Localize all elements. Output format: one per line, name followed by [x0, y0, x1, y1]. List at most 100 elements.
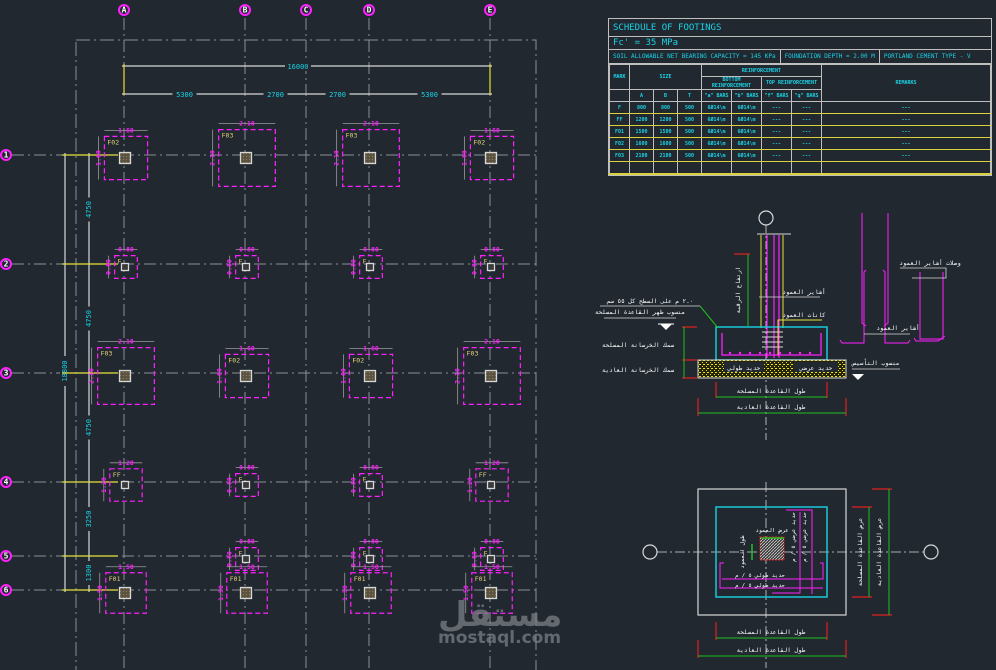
header-q-bars: "q" BARS: [791, 89, 822, 102]
footing-mark: F03: [467, 350, 479, 358]
cell-b: 800: [653, 101, 678, 114]
header-t: T: [677, 89, 702, 102]
level-marker-icon: [660, 324, 672, 330]
column: [239, 151, 253, 165]
axis-label-B: B: [243, 6, 248, 15]
schedule-empty-row: [609, 161, 991, 175]
footing-mark: F: [363, 258, 367, 266]
footing-length-dim: 0.80: [471, 259, 479, 275]
axis-bubble-E: [484, 4, 496, 16]
dowel-lap-label: وصلات أشاير العمود: [899, 259, 961, 267]
cell-t: 500: [677, 125, 702, 138]
grid-lines: [12, 18, 540, 670]
cell-t: 500: [677, 113, 702, 126]
header-top-reinforcement: TOP REINFORCEMENT: [761, 76, 822, 90]
footing-length-dim: 0.80: [471, 551, 479, 567]
cell-b-bars: 6Ø14\m: [731, 137, 762, 150]
plan-pc-length-label: طول القاعدة العادية: [737, 647, 806, 654]
footing-length-dim: 2.10: [209, 150, 217, 166]
footing-outline: [235, 473, 259, 497]
footing-outline: [359, 473, 383, 497]
footing-mark: F01: [230, 575, 242, 583]
footing-outline: [97, 347, 155, 405]
axis-bubble-B: [239, 4, 251, 16]
footing-width-dim: 2.10: [118, 338, 134, 346]
axis-bubble-6: [0, 584, 12, 596]
axis-label-E: E: [488, 6, 493, 15]
trans-rft-1-label: حديد عرضي ٥ / م: [791, 512, 797, 562]
column: [363, 151, 377, 165]
footing-length-dim: 1.60: [460, 150, 468, 166]
cell-f-bars: ---: [761, 149, 792, 162]
cell-remarks: ---: [821, 101, 991, 114]
axis-bubble-3: [0, 367, 12, 379]
header-a: A: [629, 89, 654, 102]
cell-b-bars: 6Ø14\m: [731, 101, 762, 114]
footing-mark: F02: [352, 356, 364, 364]
cell-f-bars: ---: [761, 125, 792, 138]
footing-mark: F01: [475, 575, 487, 583]
cell-t: 500: [677, 137, 702, 150]
neck-height-label: ارتفاع الرقبة: [735, 267, 742, 314]
foundation-level-label: منسوب التأسيس: [852, 358, 900, 367]
schedule-title: SCHEDULE OF FOOTINGS: [609, 19, 991, 37]
cell-t: 500: [677, 149, 702, 162]
footing-outline: [463, 347, 521, 405]
footing-mark: F: [363, 476, 367, 484]
footing-length-dim: 0.80: [350, 259, 358, 275]
footing-width-dim: 2.10: [484, 338, 500, 346]
footing-outline: [480, 255, 504, 279]
axis-bubble-2: [0, 258, 12, 270]
column-width-label: عرض العمود: [755, 528, 788, 534]
footing-mark: F: [239, 550, 243, 558]
cell-a: 1500: [629, 125, 654, 138]
header-b: B: [653, 89, 678, 102]
footing-mark: F02: [107, 138, 119, 146]
header-a-bars: "a" BARS: [701, 89, 732, 102]
footing-length-dim: 1.50: [462, 585, 470, 601]
footing-width-dim: 1.60: [484, 126, 500, 134]
footing-length-dim: 0.80: [226, 259, 234, 275]
cell-a-bars: 6Ø14\m: [701, 137, 732, 150]
header-reinforcement: REINFORCEMENT: [701, 64, 822, 77]
cell-b: 1600: [653, 137, 678, 150]
cell-a-bars: 6Ø14\m: [701, 101, 732, 114]
footings-layer: 1.601.60F022.102.10F032.102.10F031.601.6…: [88, 120, 521, 614]
footing-outline: [235, 255, 259, 279]
long-rft-2-label: حديد طولي ٥ / م: [735, 583, 785, 589]
footing-outline: [224, 353, 270, 399]
footing-outline: [226, 572, 268, 614]
span-dim: 5300: [176, 91, 193, 99]
footing-mark: F: [239, 476, 243, 484]
axis-bubble-1: [0, 149, 12, 161]
watermark-latin: mostaql.com: [438, 628, 562, 648]
row-span-dim: 4750: [85, 201, 93, 218]
footing-width-dim: 1.50: [239, 563, 255, 571]
footing-mark: F: [363, 550, 367, 558]
footing-outline: [342, 129, 400, 187]
footing-width-dim: 1.20: [118, 459, 134, 467]
header-b-bars: "b" BARS: [731, 89, 762, 102]
footing-width-dim: 1.50: [118, 563, 134, 571]
watermark: مستقل mostaql.com: [438, 598, 562, 648]
footing-length-dim: 0.80: [105, 259, 113, 275]
column: [486, 554, 496, 564]
axis-label-A: A: [122, 6, 127, 15]
axis-bubble-4: [0, 476, 12, 488]
foundation-depth: FOUNDATION DEPTH = 2.00 M: [781, 50, 880, 63]
